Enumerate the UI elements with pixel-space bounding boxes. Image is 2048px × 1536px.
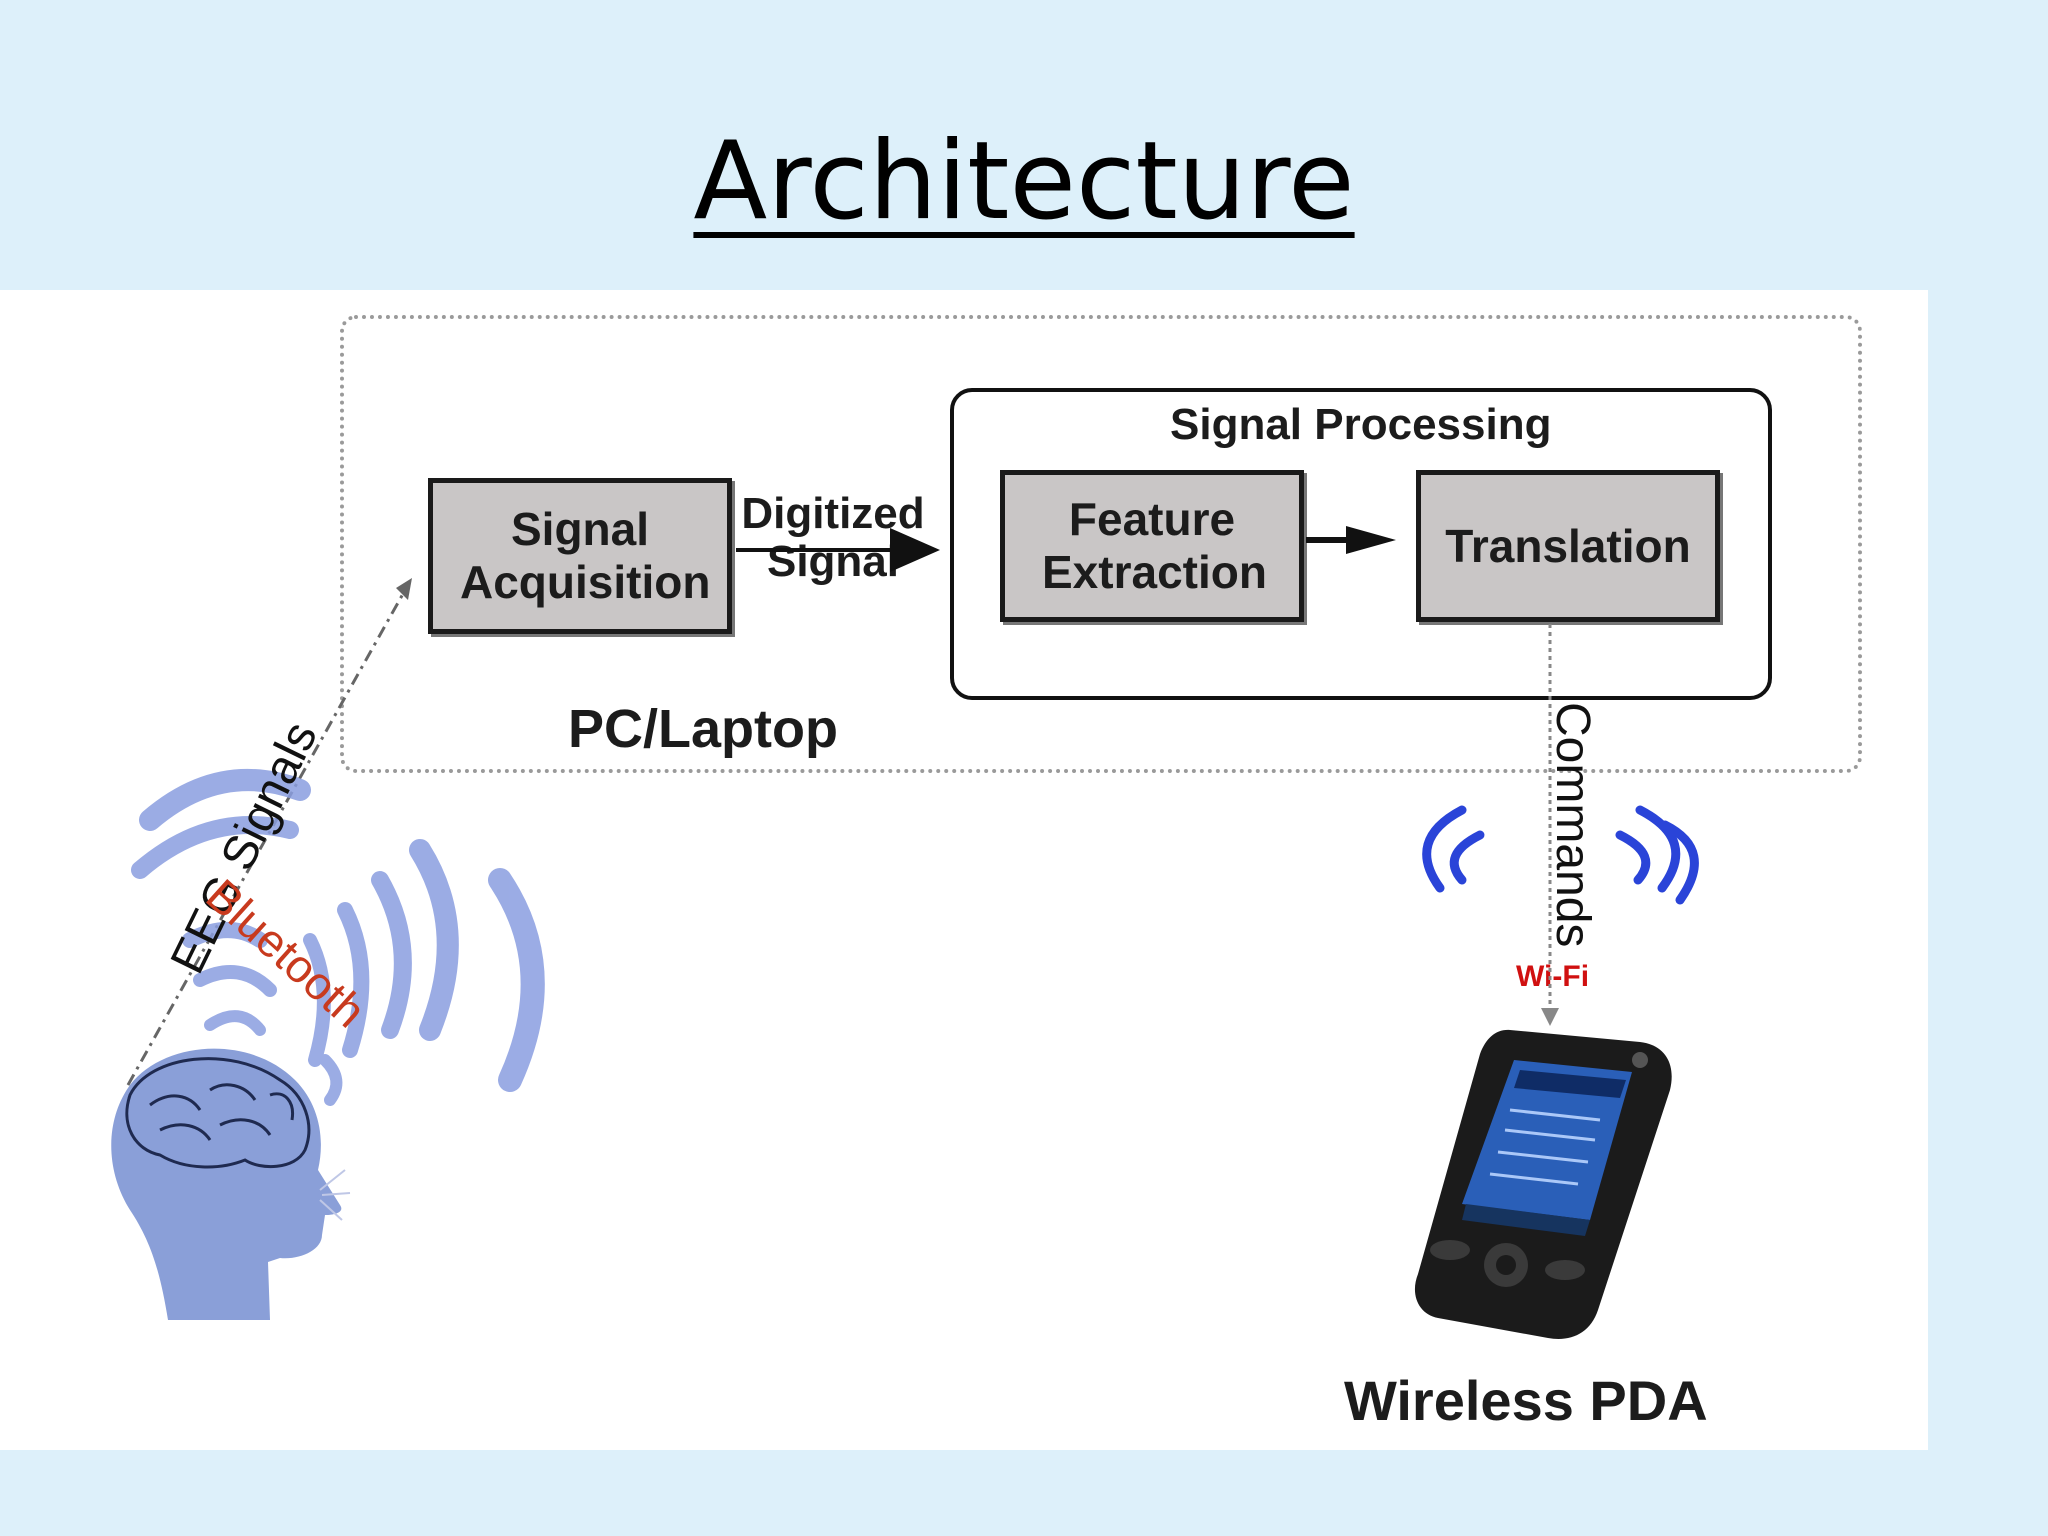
eeg-signal-arrow xyxy=(126,578,412,1086)
commands-arrow xyxy=(1541,624,1559,1026)
pda-device-icon xyxy=(1414,1029,1672,1339)
commands-label: Commands xyxy=(1546,702,1599,948)
pc-laptop-label: PC/Laptop xyxy=(568,699,838,759)
signal-acquisition-box: Signal Acquisition xyxy=(428,478,732,634)
bluetooth-waves-icon xyxy=(131,769,545,1106)
slide-title: Architecture xyxy=(0,128,2048,236)
diagram-graphics xyxy=(111,526,1699,1339)
signal-processing-label: Signal Processing xyxy=(1170,400,1552,449)
head-brain-icon xyxy=(111,1048,351,1320)
translation-label: Translation xyxy=(1445,519,1691,572)
feature-to-translation-arrow xyxy=(1306,526,1396,554)
translation-box: Translation xyxy=(1416,470,1720,622)
wifi-waves-icon xyxy=(1422,805,1699,905)
digitized-signal-arrow xyxy=(736,528,940,572)
feature-extraction-label: Feature Extraction xyxy=(1042,493,1267,598)
digitized-signal-label: Digitized Signal xyxy=(741,489,925,587)
slide-title-text: Architecture xyxy=(693,119,1355,244)
wireless-pda-label: Wireless PDA xyxy=(1344,1369,1708,1432)
architecture-diagram: Signal Processing Signal Acquisition Fea… xyxy=(0,290,1928,1450)
signal-acquisition-label: Signal Acquisition xyxy=(460,503,711,608)
wifi-label: Wi-Fi xyxy=(1516,960,1590,993)
pc-laptop-container xyxy=(340,315,1862,773)
feature-extraction-box: Feature Extraction xyxy=(1000,470,1304,622)
